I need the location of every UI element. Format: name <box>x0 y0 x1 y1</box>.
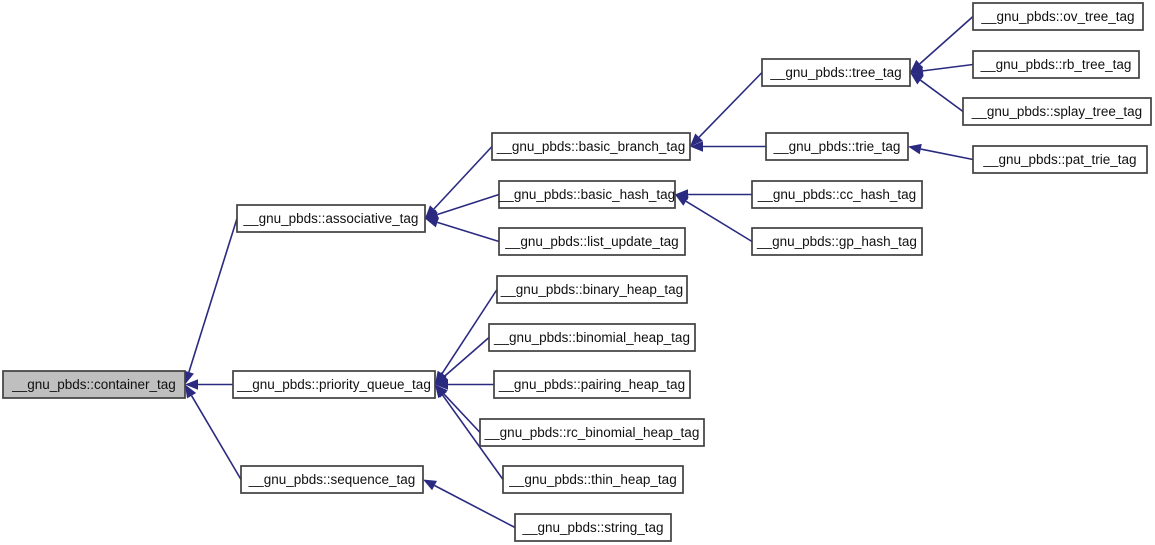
node-box-gp_hash_tag[interactable] <box>751 227 923 256</box>
node-splay_tree_tag[interactable]: __gnu_pbds::splay_tree_tag <box>962 97 1152 126</box>
node-box-splay_tree_tag[interactable] <box>962 97 1152 126</box>
node-label-list_update_tag: __gnu_pbds::list_update_tag <box>504 234 678 249</box>
node-box-priority_queue_tag[interactable] <box>232 370 436 399</box>
node-gp_hash_tag[interactable]: __gnu_pbds::gp_hash_tag <box>751 227 923 256</box>
node-sequence_tag[interactable]: __gnu_pbds::sequence_tag <box>240 465 424 494</box>
node-box-string_tag[interactable] <box>514 513 672 542</box>
node-box-pairing_heap_tag[interactable] <box>493 370 691 399</box>
node-label-string_tag: __gnu_pbds::string_tag <box>521 520 663 535</box>
node-container_tag[interactable]: __gnu_pbds::container_tag <box>2 370 186 399</box>
node-label-container_tag: __gnu_pbds::container_tag <box>11 377 176 392</box>
node-box-pat_trie_tag[interactable] <box>972 145 1148 174</box>
inheritance-edge <box>435 289 498 385</box>
inheritance-edge <box>425 193 500 220</box>
node-label-rc_binomial_heap_tag: __gnu_pbds::rc_binomial_heap_tag <box>484 425 700 440</box>
node-label-cc_hash_tag: __gnu_pbds::cc_hash_tag <box>757 187 916 202</box>
node-label-splay_tree_tag: __gnu_pbds::splay_tree_tag <box>971 104 1142 119</box>
node-box-container_tag[interactable] <box>2 370 186 399</box>
node-basic_branch_tag[interactable]: __gnu_pbds::basic_branch_tag <box>491 132 691 161</box>
node-label-sequence_tag: __gnu_pbds::sequence_tag <box>248 472 416 487</box>
node-box-binary_heap_tag[interactable] <box>496 275 688 304</box>
node-binomial_heap_tag[interactable]: __gnu_pbds::binomial_heap_tag <box>488 323 696 352</box>
node-associative_tag[interactable]: __gnu_pbds::associative_tag <box>236 204 426 233</box>
inheritance-edge <box>435 336 490 385</box>
node-label-binomial_heap_tag: __gnu_pbds::binomial_heap_tag <box>493 330 690 345</box>
node-label-trie_tag: __gnu_pbds::trie_tag <box>773 139 901 154</box>
node-binary_heap_tag[interactable]: __gnu_pbds::binary_heap_tag <box>496 275 688 304</box>
inheritance-edge <box>690 71 763 147</box>
node-pat_trie_tag[interactable]: __gnu_pbds::pat_trie_tag <box>972 145 1148 174</box>
node-priority_queue_tag[interactable]: __gnu_pbds::priority_queue_tag <box>232 370 436 399</box>
node-box-binomial_heap_tag[interactable] <box>488 323 696 352</box>
node-label-associative_tag: __gnu_pbds::associative_tag <box>243 211 419 226</box>
node-basic_hash_tag[interactable]: __gnu_pbds::basic_hash_tag <box>498 180 676 209</box>
inheritance-edge <box>910 72 964 113</box>
node-string_tag[interactable]: __gnu_pbds::string_tag <box>514 513 672 542</box>
inheritance-edge <box>435 379 494 390</box>
node-box-cc_hash_tag[interactable] <box>751 180 923 209</box>
node-box-basic_branch_tag[interactable] <box>491 132 691 161</box>
inheritance-edge <box>910 63 974 77</box>
inheritance-edge <box>183 218 238 385</box>
inheritance-edge <box>675 194 753 243</box>
node-tree_tag[interactable]: __gnu_pbds::tree_tag <box>761 58 911 87</box>
node-label-binary_heap_tag: __gnu_pbds::binary_heap_tag <box>500 282 683 297</box>
inheritance-edge <box>908 143 974 161</box>
edges-layer <box>183 15 974 529</box>
node-box-tree_tag[interactable] <box>761 58 911 87</box>
inheritance-edge <box>185 384 242 480</box>
node-label-ov_tree_tag: __gnu_pbds::ov_tree_tag <box>980 9 1134 24</box>
node-label-rb_tree_tag: __gnu_pbds::rb_tree_tag <box>980 57 1132 72</box>
inheritance-edge <box>435 384 504 480</box>
node-ov_tree_tag[interactable]: __gnu_pbds::ov_tree_tag <box>972 2 1144 31</box>
node-box-list_update_tag[interactable] <box>498 227 686 256</box>
node-pairing_heap_tag[interactable]: __gnu_pbds::pairing_heap_tag <box>493 370 691 399</box>
inheritance-edge <box>425 217 500 243</box>
inheritance-edge <box>423 479 516 529</box>
node-box-thin_heap_tag[interactable] <box>502 465 684 494</box>
node-box-sequence_tag[interactable] <box>240 465 424 494</box>
node-trie_tag[interactable]: __gnu_pbds::trie_tag <box>765 132 909 161</box>
node-rc_binomial_heap_tag[interactable]: __gnu_pbds::rc_binomial_heap_tag <box>479 418 705 447</box>
node-label-pat_trie_tag: __gnu_pbds::pat_trie_tag <box>982 152 1136 167</box>
inheritance-edge <box>690 141 766 152</box>
node-list_update_tag[interactable]: __gnu_pbds::list_update_tag <box>498 227 686 256</box>
node-label-basic_hash_tag: __gnu_pbds::basic_hash_tag <box>498 187 675 202</box>
node-label-gp_hash_tag: __gnu_pbds::gp_hash_tag <box>756 234 917 249</box>
node-box-rc_binomial_heap_tag[interactable] <box>479 418 705 447</box>
node-thin_heap_tag[interactable]: __gnu_pbds::thin_heap_tag <box>502 465 684 494</box>
node-cc_hash_tag[interactable]: __gnu_pbds::cc_hash_tag <box>751 180 923 209</box>
node-label-priority_queue_tag: __gnu_pbds::priority_queue_tag <box>236 377 431 392</box>
node-box-basic_hash_tag[interactable] <box>498 180 676 209</box>
inheritance-edge <box>185 379 233 390</box>
node-label-tree_tag: __gnu_pbds::tree_tag <box>769 65 901 80</box>
inheritance-edge <box>910 15 974 73</box>
node-label-pairing_heap_tag: __gnu_pbds::pairing_heap_tag <box>498 377 685 392</box>
node-box-ov_tree_tag[interactable] <box>972 2 1144 31</box>
node-box-associative_tag[interactable] <box>236 204 426 233</box>
inheritance-edge <box>425 145 493 219</box>
node-label-basic_branch_tag: __gnu_pbds::basic_branch_tag <box>496 139 685 154</box>
node-label-thin_heap_tag: __gnu_pbds::thin_heap_tag <box>508 472 676 487</box>
node-box-trie_tag[interactable] <box>765 132 909 161</box>
node-rb_tree_tag[interactable]: __gnu_pbds::rb_tree_tag <box>972 50 1140 79</box>
node-box-rb_tree_tag[interactable] <box>972 50 1140 79</box>
